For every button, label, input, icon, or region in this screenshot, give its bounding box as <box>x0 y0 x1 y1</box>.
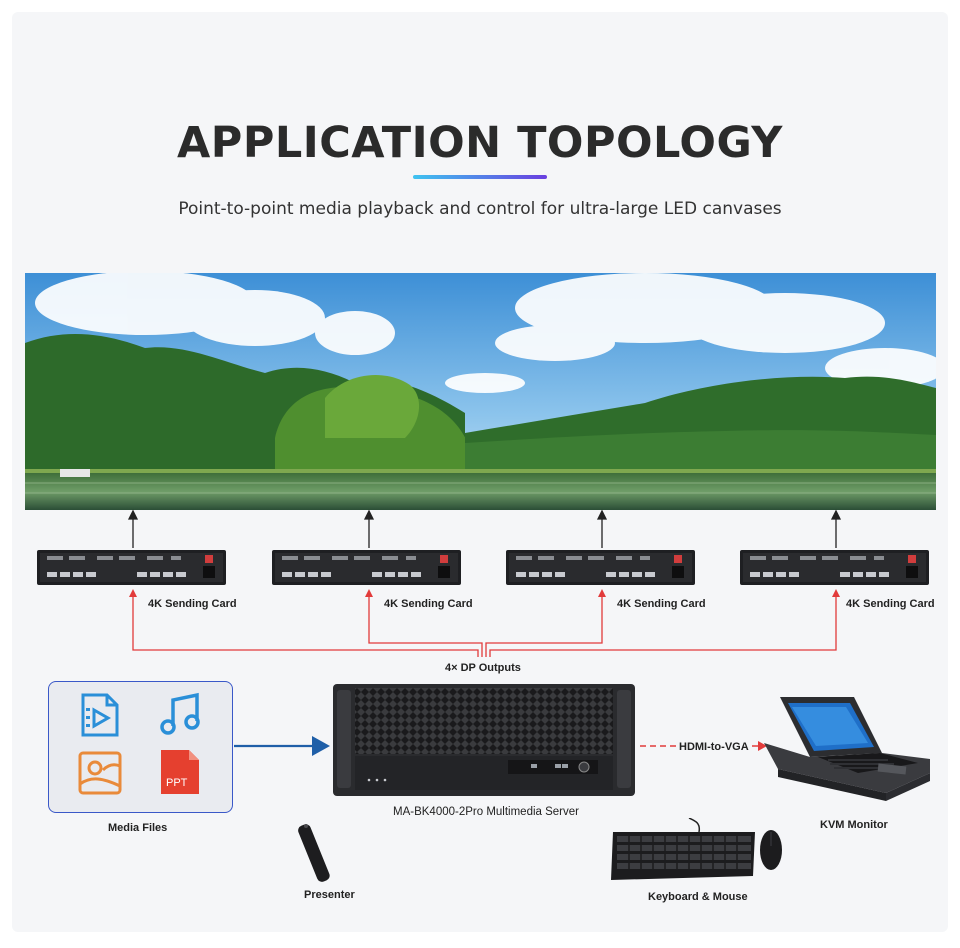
music-icon <box>160 692 200 735</box>
page-subtitle: Point-to-point media playback and contro… <box>178 199 782 219</box>
sending-card-device-3 <box>506 550 695 585</box>
sending-card-device-1 <box>37 550 226 585</box>
presenter-label: Presenter <box>304 889 355 901</box>
dp-outputs-label: 4× DP Outputs <box>445 662 521 674</box>
sending-card-label-3: 4K Sending Card <box>617 598 706 610</box>
hdmi-vga-label: HDMI-to-VGA <box>679 741 749 753</box>
keyboard-mouse-device <box>611 818 782 880</box>
sending-card-device-2 <box>272 550 461 585</box>
image-file-icon <box>78 751 122 795</box>
ppt-icon-text: PPT <box>166 777 188 789</box>
video-file-icon <box>81 693 119 737</box>
media-files-box: PPT <box>48 681 233 813</box>
sending-card-device-4 <box>740 550 929 585</box>
sending-card-label-1: 4K Sending Card <box>148 598 237 610</box>
server-label: MA-BK4000-2Pro Multimedia Server <box>393 806 579 818</box>
sending-card-label-2: 4K Sending Card <box>384 598 473 610</box>
media-files-label: Media Files <box>108 822 168 834</box>
ppt-file-icon <box>161 750 199 794</box>
page-title: APPLICATION TOPOLOGY <box>177 118 783 168</box>
presenter-remote <box>298 824 330 882</box>
title-underline <box>413 175 547 179</box>
sending-card-label-4: 4K Sending Card <box>846 598 935 610</box>
multimedia-server-device <box>333 684 635 796</box>
kvm-monitor-device <box>764 697 930 801</box>
led-canvas-image <box>25 273 936 510</box>
kvm-monitor-label: KVM Monitor <box>820 819 888 831</box>
keyboard-mouse-label: Keyboard & Mouse <box>648 891 748 903</box>
